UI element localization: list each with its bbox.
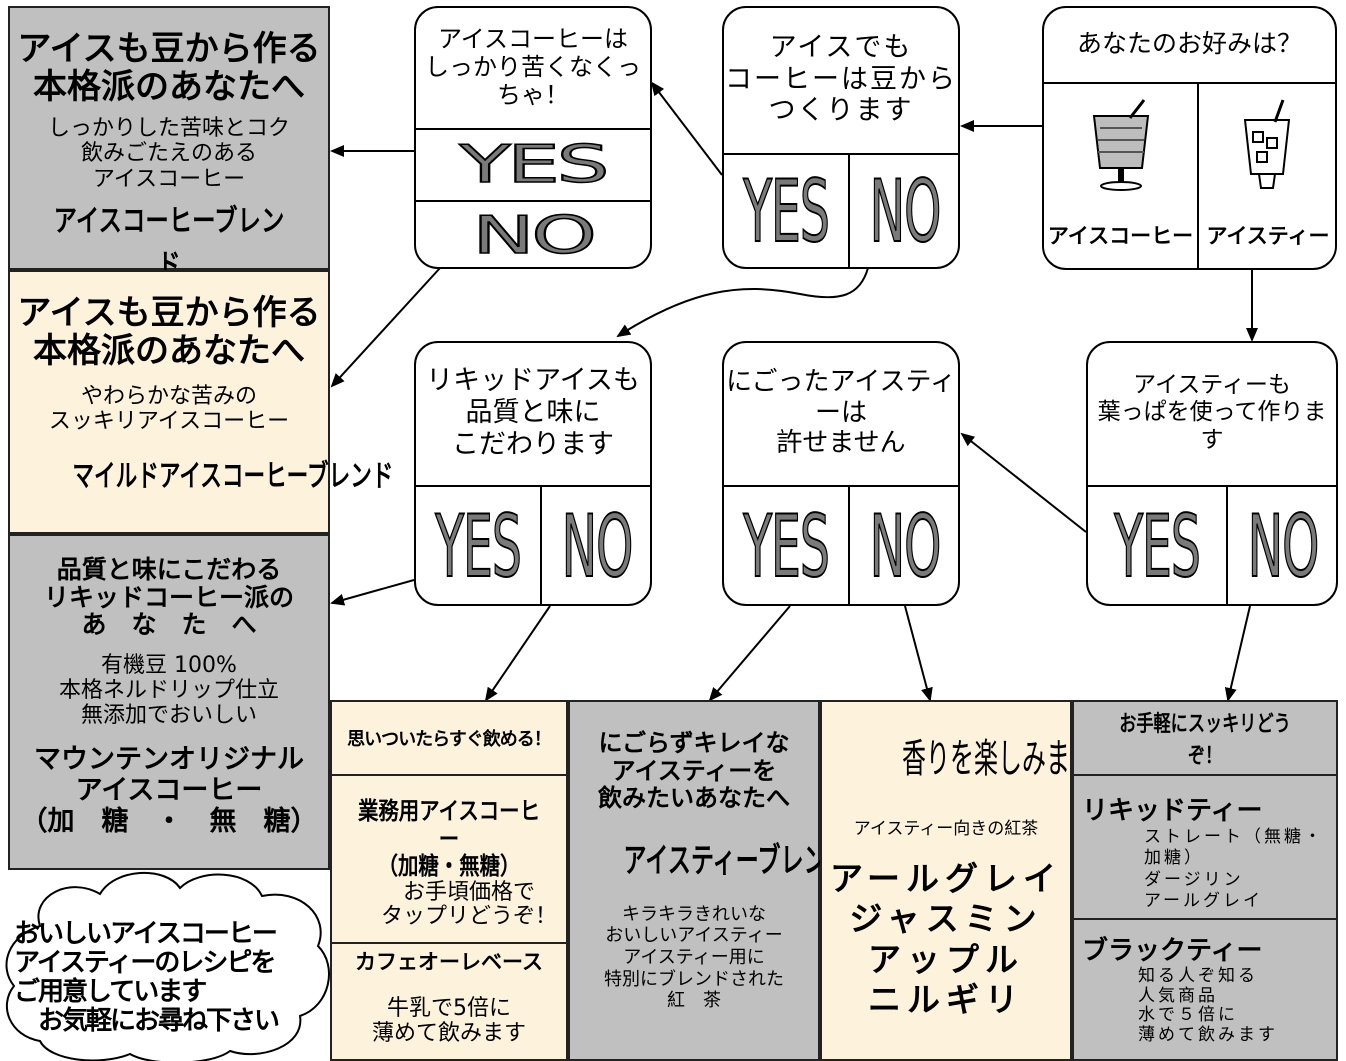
result-easy-product2: ブラックティー <box>1082 936 1263 966</box>
question-liquid-no: NO <box>561 496 634 598</box>
result-mountain-desc: 有機豆 100% 本格ネルドリップ仕立 無添加でおいしい <box>58 652 279 729</box>
arrow-bitter-no-to-mild <box>330 267 441 388</box>
arrow-bean-to-bitter <box>650 81 723 176</box>
result-mild-blend-heading: アイスも豆から作る 本格派のあなたへ <box>17 293 321 372</box>
arrow-cloudy-no-to-aroma <box>904 605 933 702</box>
result-aroma-tea: 香りを楽しみましょう アイスティー向きの紅茶 アールグレイ ジャスミン アップル… <box>820 700 1142 1061</box>
result-quick-product2: カフェオーレベース <box>355 950 543 974</box>
result-mild-blend: アイスも豆から作る 本格派のあなたへ やわらかな苦みの スッキリアイスコーヒー … <box>8 270 394 534</box>
result-mountain-product: マウンテンオリジナル アイスコーヒー （加 糖 ・ 無 糖） <box>20 744 318 838</box>
option-iced-tea: アイスティー <box>1206 224 1330 248</box>
question-bitter: アイスコーヒーは しっかり苦くなくっちゃ！ YES NO <box>414 6 652 269</box>
question-leaf: アイスティーも 葉っぱを使って作ります YES NO <box>1086 341 1338 606</box>
result-easy-tea: お手軽にスッキリどうぞ！ リキッドティー ストレート（無糖・加糖） ダージリン … <box>1072 700 1338 1061</box>
result-aroma-heading: 香りを楽しみましょう <box>902 736 1142 782</box>
question-leaf-no: NO <box>1247 496 1320 598</box>
start-question: あなたのお好みは？ <box>1076 29 1302 59</box>
result-easy-desc1: ストレート（無糖・加糖） ダージリン アールグレイ <box>1144 827 1324 911</box>
result-tea-blend-heading: にごらずキレイな アイスティーを 飲みたいあなたへ <box>598 729 790 813</box>
result-quick-heading: 思いついたらすぐ飲める！ <box>347 729 552 750</box>
result-coffee-blend-heading: アイスも豆から作る 本格派のあなたへ <box>17 29 321 108</box>
arrow-liquid-yes-to-mountain <box>330 579 415 606</box>
iced-tea-glass-icon <box>1243 99 1291 189</box>
question-bitter-text: アイスコーヒーは しっかり苦くなくっちゃ！ <box>425 24 641 110</box>
result-mountain-heading: 品質と味にこだわる リキッドコーヒー派の あ な た へ <box>43 555 294 639</box>
question-cloudy-text: にごったアイスティーは 許せません <box>726 366 956 459</box>
question-bean-text: アイスでも コーヒーは豆から つくります <box>725 31 957 127</box>
result-mountain-original: 品質と味にこだわる リキッドコーヒー派の あ な た へ 有機豆 100% 本格… <box>8 534 330 870</box>
start-box: あなたのお好みは？ アイスコーヒー アイスティー <box>1042 6 1337 270</box>
result-mild-blend-product: マイルドアイスコーヒーブレンド <box>72 458 394 494</box>
result-coffee-blend: アイスも豆から作る 本格派のあなたへ しっかりした苦味とコク 飲みごたえのある … <box>8 6 330 283</box>
question-bean: アイスでも コーヒーは豆から つくります YES NO <box>722 6 960 269</box>
question-leaf-yes: YES <box>1114 496 1202 598</box>
result-mild-blend-desc: やわらかな苦みの スッキリアイスコーヒー <box>48 384 290 435</box>
arrow-liquid-no-to-quick <box>484 605 551 702</box>
result-quick-product1: 業務用アイスコーヒー （加糖・無糖） <box>358 797 540 881</box>
question-leaf-text: アイスティーも 葉っぱを使って作ります <box>1097 372 1327 453</box>
result-tea-blend: にごらずキレイな アイスティーを 飲みたいあなたへ アイスティーブレンド キラキ… <box>568 700 850 1061</box>
result-quick-desc2: 牛乳で5倍に 薄めて飲みます <box>371 996 526 1047</box>
question-cloudy-yes: YES <box>743 496 831 598</box>
result-aroma-products: アールグレイ ジャスミン アップル ニルギリ <box>829 859 1063 1019</box>
question-cloudy-no: NO <box>869 496 942 598</box>
result-quick-desc1: お手頃価格で タップリどうぞ！ <box>380 879 557 929</box>
result-tea-blend-product: アイスティーブレンド <box>623 840 850 881</box>
result-coffee-blend-desc: しっかりした苦味とコク 飲みごたえのある アイスコーヒー <box>47 116 290 192</box>
question-cloudy: にごったアイスティーは 許せません YES NO <box>722 341 960 606</box>
question-liquid-yes: YES <box>435 496 523 598</box>
option-iced-coffee: アイスコーヒー <box>1047 224 1194 248</box>
arrow-bean-no-to-liquid <box>616 267 869 338</box>
question-liquid: リキッドアイスも 品質と味に こだわります YES NO <box>414 341 652 606</box>
question-bitter-no: NO <box>471 205 598 267</box>
question-bean-no: NO <box>869 161 942 263</box>
cloud-text: おいしいアイスコーヒー アイスティーのレシピを ご用意しています お気軽にお尋ね… <box>14 919 280 1037</box>
cloud-shape <box>5 871 330 1061</box>
arrow-cloudy-yes-to-tea-blend <box>708 605 791 702</box>
question-liquid-text: リキッドアイスも 品質と味に こだわります <box>426 365 640 460</box>
iced-coffee-glass-icon <box>1092 99 1150 191</box>
question-bean-yes: YES <box>743 161 831 263</box>
result-tea-blend-desc: キラキラきれいな おいしいアイスティー アイスティー用に 特別にブレンドされた … <box>604 903 784 1012</box>
result-aroma-desc: アイスティー向きの紅茶 <box>853 819 1039 839</box>
question-bitter-yes: YES <box>458 134 610 196</box>
result-easy-product1: リキッドティー <box>1082 796 1263 826</box>
result-easy-desc2: 知る人ぞ知る 人気商品 水で５倍に 薄めて飲みます <box>1138 966 1278 1045</box>
arrow-leaf-no-to-easy <box>1224 605 1251 702</box>
result-easy-heading: お手軽にスッキリどうぞ！ <box>1119 712 1291 769</box>
arrow-leaf-yes-to-cloudy <box>960 432 1087 533</box>
result-quick-drink: 思いついたらすぐ飲める！ 業務用アイスコーヒー （加糖・無糖） お手頃価格で タ… <box>330 700 568 1061</box>
